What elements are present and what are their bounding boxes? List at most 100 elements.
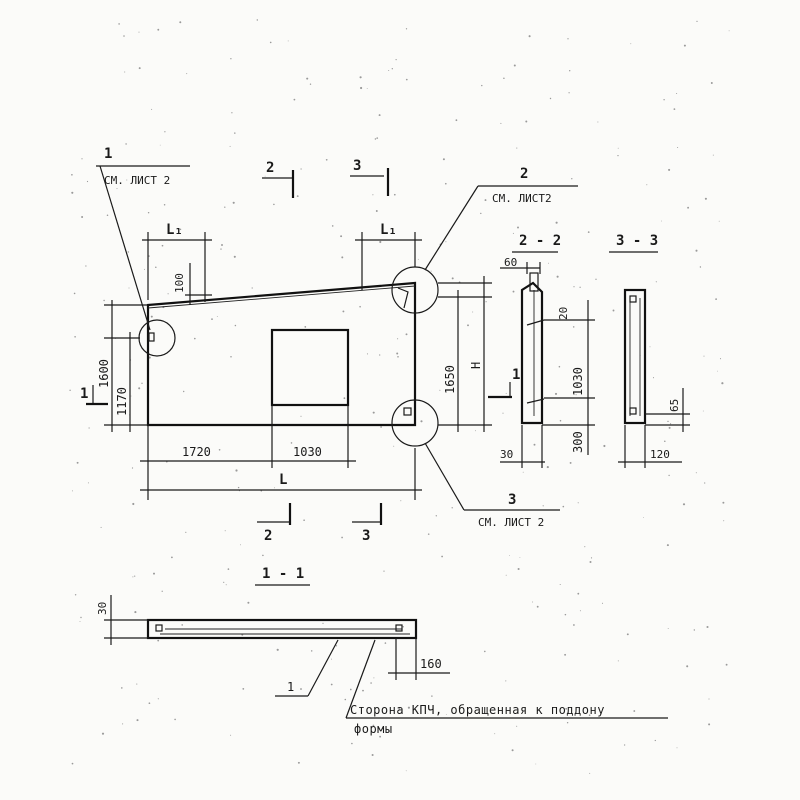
- noise-speck: [379, 354, 381, 356]
- noise-speck: [569, 70, 571, 72]
- callout-2-number: 2: [520, 166, 528, 182]
- noise-speck: [668, 168, 671, 171]
- noise-speck: [88, 427, 90, 429]
- dim-1030-bottom: 1030: [293, 445, 322, 459]
- noise-speck: [116, 188, 118, 190]
- noise-speck: [420, 420, 423, 423]
- noise-speck: [642, 516, 644, 518]
- noise-speck: [300, 168, 302, 170]
- noise-speck: [373, 677, 375, 679]
- noise-speck: [157, 698, 159, 700]
- noise-speck: [719, 358, 722, 360]
- noise-speck: [234, 132, 236, 134]
- noise-speck: [546, 466, 549, 469]
- corner-detail-left: [148, 332, 155, 342]
- callout-1-leader: [99, 165, 151, 331]
- noise-speck: [230, 734, 232, 736]
- callout-2-leader: [424, 185, 479, 271]
- noise-speck: [542, 505, 544, 507]
- panel-opening: [270, 328, 350, 407]
- noise-speck: [519, 557, 521, 558]
- noise-speck: [505, 574, 507, 576]
- noise-speck: [69, 389, 71, 392]
- noise-speck: [103, 299, 105, 302]
- noise-speck: [134, 611, 137, 614]
- noise-speck: [573, 624, 575, 626]
- noise-speck: [87, 482, 89, 484]
- dim-60: 60: [504, 256, 517, 269]
- noise-speck: [76, 461, 79, 464]
- noise-speck: [617, 147, 619, 149]
- noise-speck: [138, 31, 140, 33]
- noise-speck: [374, 138, 377, 140]
- noise-speck: [667, 420, 669, 423]
- noise-speck: [715, 298, 717, 300]
- noise-speck: [351, 742, 353, 745]
- noise-speck: [123, 35, 125, 37]
- noise-speck: [397, 338, 399, 340]
- face-note-line-2: формы: [354, 722, 393, 736]
- noise-speck: [588, 714, 591, 716]
- noise-speck: [366, 353, 369, 355]
- noise-speck: [566, 721, 569, 724]
- noise-speck: [362, 689, 364, 692]
- noise-speck: [695, 249, 698, 252]
- noise-speck: [157, 28, 160, 31]
- noise-speck: [322, 622, 324, 624]
- noise-speck: [136, 683, 138, 685]
- noise-speck: [693, 629, 695, 631]
- noise-speck: [682, 503, 686, 506]
- section-3-3-title: 3 - 3: [616, 233, 658, 249]
- noise-speck: [161, 244, 164, 247]
- noise-speck: [528, 35, 531, 38]
- cut-top-2-label: 2: [266, 160, 274, 176]
- noise-speck: [359, 76, 362, 79]
- noise-speck: [516, 147, 518, 149]
- noise-speck: [516, 725, 518, 727]
- noise-speck: [706, 625, 709, 629]
- noise-speck: [118, 23, 120, 25]
- noise-speck: [159, 144, 161, 146]
- noise-speck: [341, 256, 344, 259]
- noise-speck: [503, 77, 505, 79]
- noise-speck: [376, 137, 379, 139]
- noise-speck: [676, 747, 678, 749]
- callout-1-ref: СМ. ЛИСТ 2: [104, 174, 170, 187]
- noise-speck: [120, 687, 123, 689]
- noise-speck: [558, 365, 561, 368]
- noise-speck: [603, 444, 606, 448]
- noise-speck: [702, 410, 704, 412]
- noise-speck: [153, 572, 155, 575]
- noise-speck: [556, 275, 559, 278]
- noise-speck: [100, 526, 102, 528]
- noise-speck: [296, 195, 299, 198]
- section-2-2-outline: [520, 281, 544, 425]
- noise-speck: [485, 301, 487, 303]
- noise-speck: [380, 426, 382, 428]
- noise-speck: [211, 318, 213, 320]
- noise-speck: [183, 390, 185, 393]
- noise-speck: [287, 40, 289, 42]
- noise-speck: [366, 88, 368, 89]
- cut-top-3-label: 3: [353, 158, 361, 174]
- noise-speck: [704, 197, 707, 200]
- noise-speck: [554, 392, 558, 395]
- noise-speck: [703, 355, 705, 357]
- noise-speck: [405, 333, 408, 336]
- callout-3: 3 СМ. ЛИСТ 2: [424, 442, 560, 529]
- callout-2-ref: СМ. ЛИСТ2: [492, 192, 552, 205]
- noise-speck: [391, 232, 393, 233]
- dim-20: 20: [557, 307, 570, 320]
- noise-speck: [310, 650, 313, 652]
- noise-speck: [467, 324, 469, 327]
- dim-160: 160: [420, 657, 442, 671]
- callout-3-leader: [424, 442, 465, 511]
- elevation-dimensions: L₁ L₁ 100 1600 1170 1650 H 1720 1030: [97, 222, 492, 500]
- noise-speck: [590, 557, 593, 559]
- noise-speck: [398, 708, 401, 710]
- noise-speck: [405, 78, 408, 81]
- noise-speck: [430, 270, 432, 272]
- noise-speck: [300, 688, 302, 690]
- noise-speck: [483, 650, 486, 653]
